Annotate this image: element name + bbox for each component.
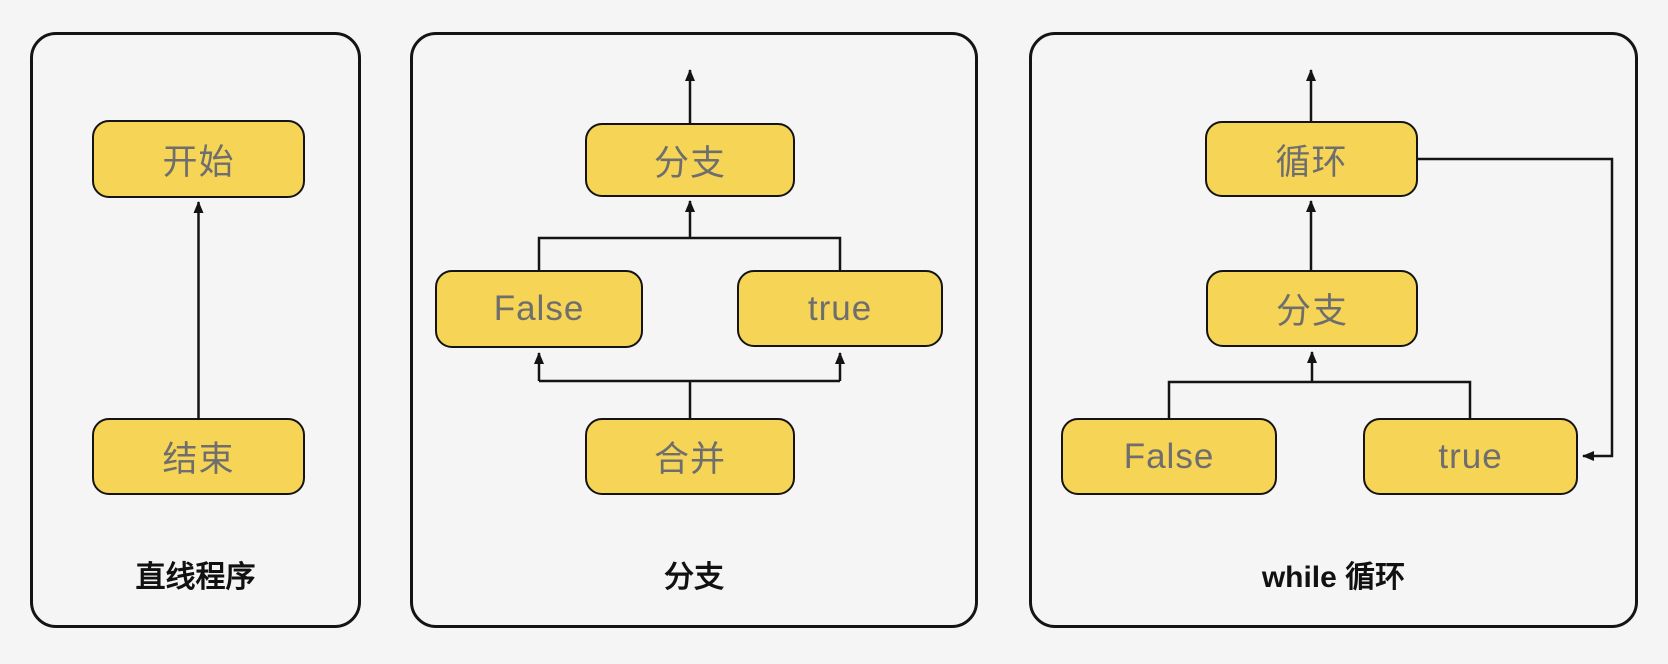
panel-label-while-loop: while 循环: [1261, 561, 1406, 594]
node-true-label: true: [807, 288, 873, 328]
panel-branch: [410, 32, 978, 628]
node-start: 开始: [92, 120, 305, 198]
node-merge-label: 合并: [653, 440, 726, 479]
node-branch-label: 分支: [653, 143, 726, 183]
merge-bar-while: [1167, 380, 1472, 418]
node-branch-while: 分支: [1206, 270, 1418, 347]
node-false: False: [435, 270, 643, 348]
node-true-while-label: true: [1438, 436, 1503, 476]
panel-while-loop: [1029, 32, 1638, 628]
node-branch-while-label: 分支: [1275, 292, 1348, 331]
node-false-while-label: False: [1123, 436, 1215, 476]
node-end-label: 结束: [162, 440, 235, 479]
node-false-while: False: [1061, 418, 1277, 495]
node-start-label: 开始: [162, 142, 235, 182]
node-loop: 循环: [1205, 121, 1418, 197]
arrow-loop-back-to-true-icon: [1418, 157, 1614, 461]
split-bar-bottom: [539, 379, 840, 418]
panel-linear-program: [30, 32, 361, 628]
node-loop-label: 循环: [1275, 142, 1348, 182]
node-true-while: true: [1363, 418, 1578, 495]
merge-bar-top: [537, 236, 842, 270]
panel-label-branch: 分支: [664, 561, 724, 594]
node-end: 结束: [92, 418, 305, 495]
node-false-label: False: [493, 289, 585, 328]
node-merge: 合并: [585, 418, 795, 495]
node-true: true: [737, 270, 943, 347]
panel-label-linear-program: 直线程序: [135, 561, 256, 594]
node-branch: 分支: [585, 123, 795, 197]
